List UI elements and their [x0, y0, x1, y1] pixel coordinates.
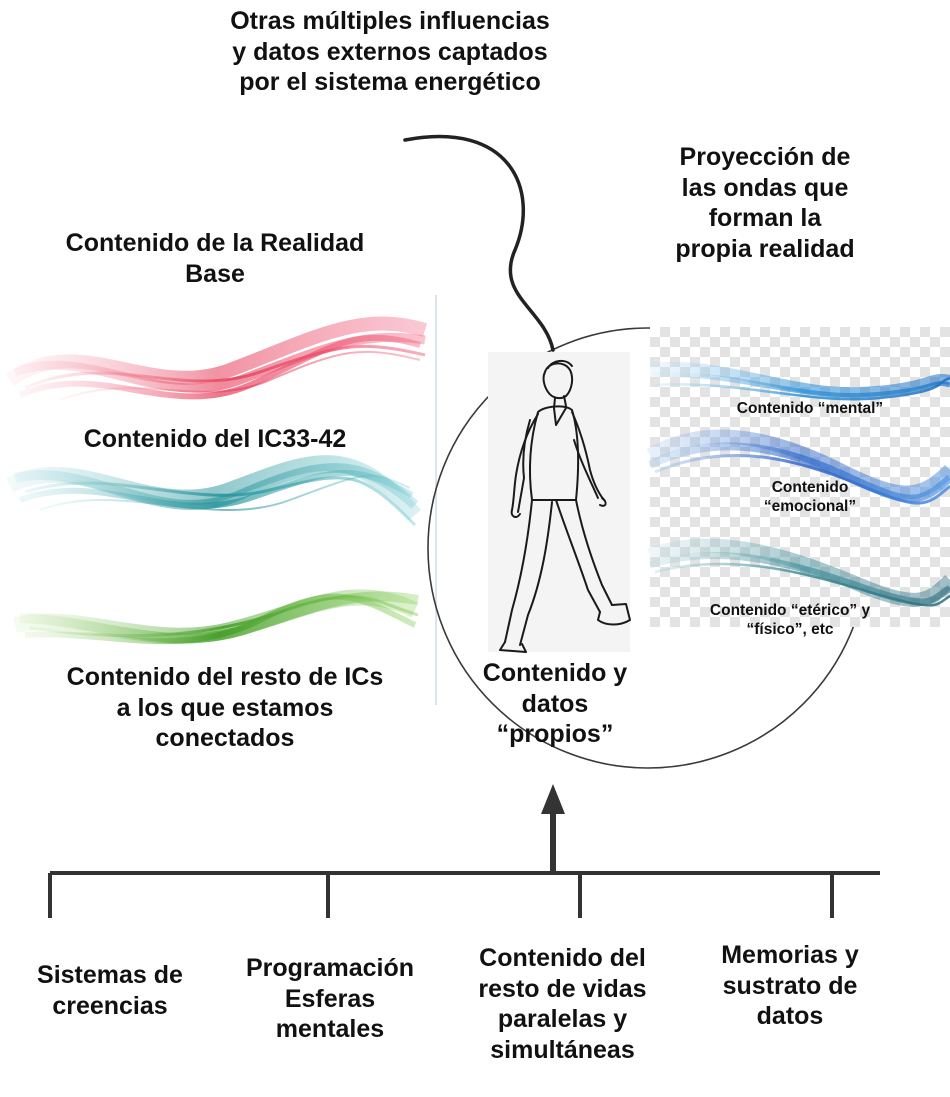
- teal-wave: [6, 455, 422, 527]
- projection-label: Proyección de las ondas que forman la pr…: [675, 143, 855, 263]
- walking-person-icon: [499, 360, 631, 653]
- emotional-wave: [646, 429, 950, 505]
- etheric-wave: [647, 538, 950, 607]
- up-arrow-icon: [541, 784, 565, 873]
- other-ics-label: Contenido del resto de ICs a los que est…: [66, 663, 384, 752]
- base-reality-label: Contenido de la Realidad Base: [65, 229, 365, 288]
- etheric-content-label: Contenido “etérico” y “físico”, etc: [709, 602, 871, 638]
- sources-bracket: [48, 871, 880, 918]
- own-content-label: Contenido y datos “propios”: [482, 659, 628, 748]
- memories-label: Memorias y sustrato de datos: [721, 941, 859, 1030]
- influence-line: [403, 134, 555, 352]
- belief-systems-label: Sistemas de creencias: [37, 961, 183, 1020]
- parallel-lives-label: Contenido del resto de vidas paralelas y…: [478, 944, 647, 1064]
- ic33-label: Contenido del IC33-42: [83, 425, 347, 453]
- emotional-content-label: Contenido “emocional”: [763, 479, 857, 515]
- mental-wave: [649, 361, 950, 401]
- green-wave: [13, 589, 419, 645]
- mental-content-label: Contenido “mental”: [736, 400, 884, 417]
- red-wave: [5, 316, 428, 401]
- person-panel: [488, 352, 630, 652]
- programming-label: Programación Esferas mentales: [245, 954, 415, 1043]
- external-influences-label: Otras múltiples influencias y datos exte…: [230, 7, 550, 96]
